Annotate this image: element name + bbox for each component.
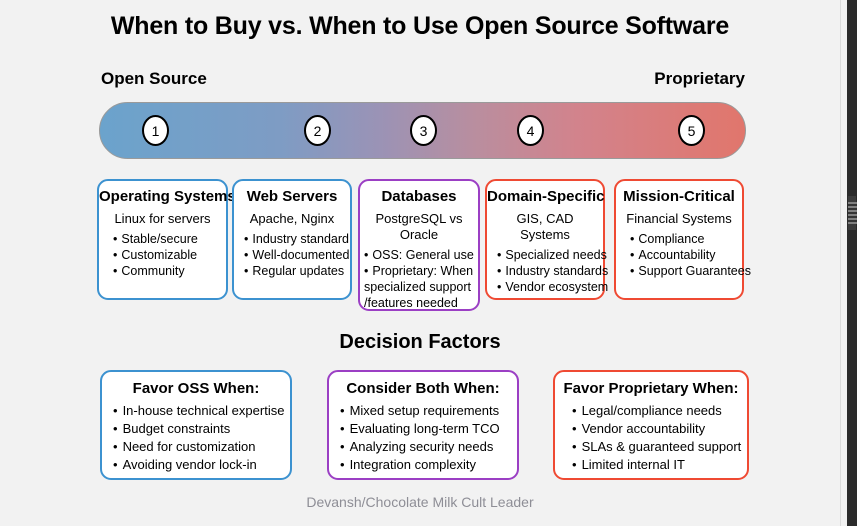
category-title: Web Servers xyxy=(246,188,338,205)
list-item: Mixed setup requirements xyxy=(340,402,517,420)
category-bullet-list: Stable/secure Customizable Community xyxy=(99,231,226,279)
category-card-operating-systems: Operating Systems Linux for servers Stab… xyxy=(97,179,236,300)
spectrum-node-5[interactable]: 5 xyxy=(678,115,705,146)
spectrum-node-4[interactable]: 4 xyxy=(517,115,544,146)
list-item: Compliance xyxy=(630,231,742,247)
list-item: Vendor accountability xyxy=(572,420,747,438)
category-bullet-list: Industry standard Well-documented Regula… xyxy=(234,231,350,279)
category-card-domain-specific: Domain-Specific GIS, CAD Systems Special… xyxy=(485,179,608,300)
list-item: Budget constraints xyxy=(113,420,290,438)
footer-credit: Devansh/Chocolate Milk Cult Leader xyxy=(306,494,534,510)
list-item: Analyzing security needs xyxy=(340,438,517,456)
spectrum-node-2[interactable]: 2 xyxy=(304,115,331,146)
list-item: OSS: General use xyxy=(364,247,478,263)
list-item: Industry standard xyxy=(244,231,350,247)
category-title: Mission-Critical xyxy=(623,188,735,205)
list-item: Community xyxy=(113,263,226,279)
decision-bullet-list: In-house technical expertise Budget cons… xyxy=(102,402,290,474)
decision-card-favor-oss: Favor OSS When: In-house technical exper… xyxy=(100,370,292,480)
category-bullet-list: Compliance Accountability Support Guaran… xyxy=(616,231,751,279)
list-item: Industry standards xyxy=(497,263,608,279)
list-item: Integration complexity xyxy=(340,456,517,474)
list-item: Proprietary: When specialized support /f… xyxy=(364,263,478,311)
list-item: In-house technical expertise xyxy=(113,402,290,420)
scrollbar-grip-icon[interactable] xyxy=(848,202,857,224)
list-item: Stable/secure xyxy=(113,231,226,247)
category-subtitle: Financial Systems xyxy=(626,211,732,226)
list-item: Support Guarantees xyxy=(630,263,751,279)
category-subtitle: PostgreSQL vs Oracle xyxy=(375,211,463,242)
category-card-mission-critical: Mission-Critical Financial Systems Compl… xyxy=(614,179,751,300)
decision-card-consider-both: Consider Both When: Mixed setup requirem… xyxy=(327,370,519,480)
list-item: Legal/compliance needs xyxy=(572,402,747,420)
spectrum-node-1[interactable]: 1 xyxy=(142,115,169,146)
decision-bullet-list: Legal/compliance needs Vendor accountabi… xyxy=(555,402,747,474)
decision-card-title: Consider Both When: xyxy=(346,380,500,397)
category-card-databases: Databases PostgreSQL vs Oracle OSS: Gene… xyxy=(358,179,480,311)
category-bullet-list: OSS: General use Proprietary: When speci… xyxy=(360,247,478,311)
category-title: Operating Systems xyxy=(99,188,236,205)
spectrum-label-right: Proprietary xyxy=(654,69,745,88)
decision-card-favor-proprietary: Favor Proprietary When: Legal/compliance… xyxy=(553,370,749,480)
decision-card-title: Favor OSS When: xyxy=(132,380,260,397)
list-item: Well-documented xyxy=(244,247,350,263)
decision-bullet-list: Mixed setup requirements Evaluating long… xyxy=(329,402,517,474)
list-item: Limited internal IT xyxy=(572,456,747,474)
decision-factors-heading: Decision Factors xyxy=(339,331,501,353)
category-subtitle: Apache, Nginx xyxy=(249,211,335,226)
scrollbar-gutter[interactable] xyxy=(840,0,857,526)
spectrum-node-3[interactable]: 3 xyxy=(410,115,437,146)
list-item: Evaluating long-term TCO xyxy=(340,420,517,438)
category-card-web-servers: Web Servers Apache, Nginx Industry stand… xyxy=(232,179,352,300)
category-title: Databases xyxy=(381,188,457,205)
list-item: Need for customization xyxy=(113,438,290,456)
decision-card-title: Favor Proprietary When: xyxy=(563,380,739,397)
list-item: Accountability xyxy=(630,247,742,263)
category-subtitle: GIS, CAD Systems xyxy=(516,211,574,242)
spectrum-label-left: Open Source xyxy=(101,69,207,88)
category-subtitle: Linux for servers xyxy=(114,211,211,226)
list-item: Avoiding vendor lock-in xyxy=(113,456,290,474)
category-bullet-list: Specialized needs Industry standards Ven… xyxy=(487,247,608,295)
list-item: Specialized needs xyxy=(497,247,606,263)
scrollbar-track[interactable] xyxy=(847,0,857,526)
page-title: When to Buy vs. When to Use Open Source … xyxy=(110,12,730,40)
category-title: Domain-Specific xyxy=(487,188,605,205)
list-item: Regular updates xyxy=(244,263,350,279)
list-item: Customizable xyxy=(113,247,226,263)
list-item: SLAs & guaranteed support xyxy=(572,438,747,456)
list-item: Vendor ecosystem xyxy=(497,279,608,295)
